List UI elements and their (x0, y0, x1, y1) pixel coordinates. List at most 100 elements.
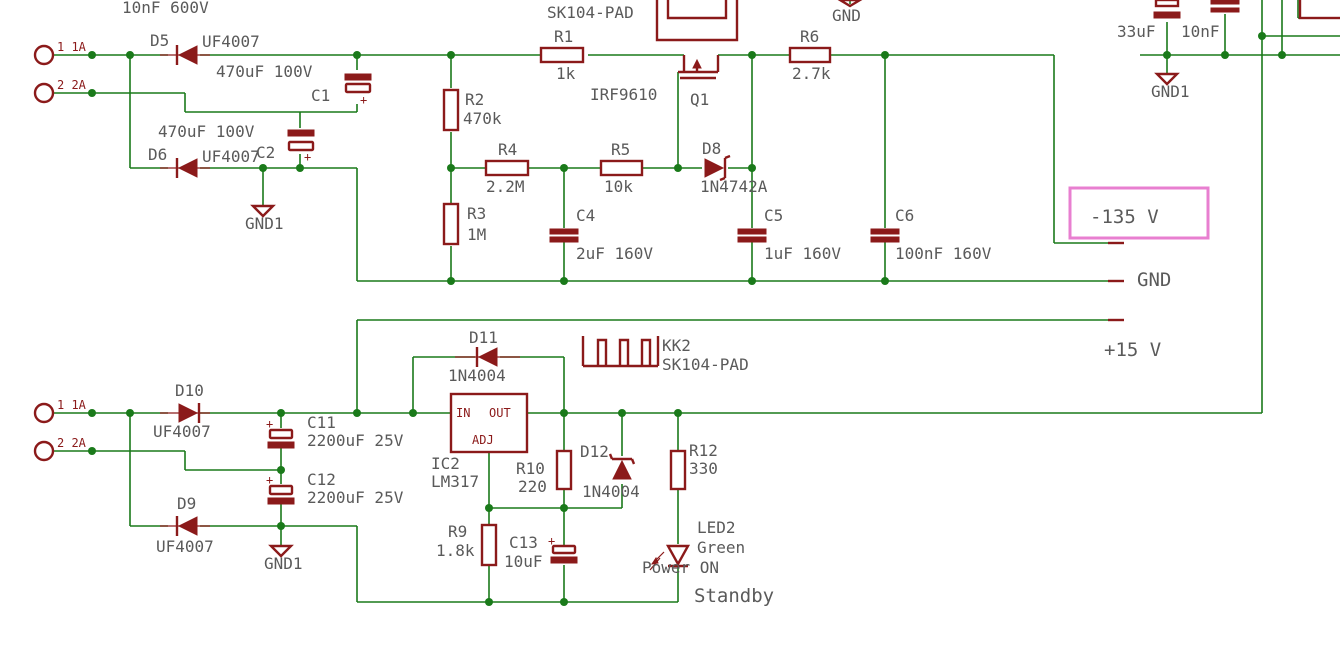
ic2-value: LM317 (431, 472, 479, 491)
resistor-r5: R5 10k (599, 140, 644, 196)
led2-label: LED2 (697, 518, 736, 537)
kk1-label: SK104-PAD (547, 3, 634, 22)
gnd1-a-label: GND1 (245, 214, 284, 233)
r1-value: 1k (556, 64, 576, 83)
ground-gnd-top: GND (832, 0, 863, 25)
r10-value: 220 (518, 477, 547, 496)
r3-value: 1M (467, 225, 486, 244)
r5-label: R5 (611, 140, 630, 159)
capacitor-c12: + C12 2200uF 25V (266, 470, 404, 507)
r12-label: R12 (689, 441, 718, 460)
diode-d11: D11 1N4004 (448, 328, 520, 385)
gnd1-b-label: GND1 (264, 554, 303, 573)
output-gnd-label: GND (1137, 269, 1171, 291)
c4-label: C4 (576, 206, 595, 225)
j2-pin2-label: 2 2A (57, 436, 87, 450)
diode-d6: D6 UF4007 (148, 145, 260, 178)
top-right-caps: 33uF 10nF 10nF 600V (122, 0, 1340, 41)
kk2-value: SK104-PAD (662, 355, 749, 374)
gnd-top-label: GND (832, 6, 861, 25)
diode-d12: D12 1N4004 (580, 442, 640, 501)
diode-d5: D5 UF4007 (150, 31, 260, 65)
diode-d9: D9 UF4007 (156, 494, 214, 556)
d6-label: D6 (148, 145, 167, 164)
r6-label: R6 (800, 27, 819, 46)
capacitor-c6: C6 100nF 160V (870, 206, 992, 263)
resistor-r3: R3 1M (442, 202, 486, 246)
q1-label: Q1 (690, 90, 709, 109)
r12-value: 330 (689, 459, 718, 478)
d8-label: D8 (702, 139, 721, 158)
c5-label: C5 (764, 206, 783, 225)
label-text: + (266, 417, 273, 431)
d9-label: D9 (177, 494, 196, 513)
connector-j1: 1 1A 2 2A (33, 40, 87, 104)
r4-value: 2.2M (486, 177, 525, 196)
c1-label: C1 (311, 86, 330, 105)
d12-value: 1N4004 (582, 482, 640, 501)
label-text: + (360, 93, 367, 107)
c13-value: 10uF (504, 552, 543, 571)
capacitor-c11: + C11 2200uF 25V (266, 413, 404, 450)
j1-pin1-label: 1 1A (57, 40, 87, 54)
r9-label: R9 (448, 522, 467, 541)
resistor-r6: R6 2.7k (788, 27, 832, 83)
r2-label: R2 (465, 90, 484, 109)
d10-label: D10 (175, 381, 204, 400)
diode-d10: D10 UF4007 (153, 381, 211, 441)
d9-value: UF4007 (156, 537, 214, 556)
d11-label: D11 (469, 328, 498, 347)
top-cap-label: 10nF 600V (122, 0, 209, 17)
connector-j2: 1 1A 2 2A (33, 398, 87, 462)
mosfet-q1: IRF9610 Q1 (590, 55, 720, 109)
c2-value: 470uF 100V (158, 122, 255, 141)
resistor-r10: R10 220 (516, 449, 573, 496)
resistor-r12: R12 330 (669, 441, 718, 491)
junctions (88, 32, 1286, 606)
c6-label: C6 (895, 206, 914, 225)
r6-value: 2.7k (792, 64, 831, 83)
capacitor-c13: + C13 10uF (504, 533, 578, 571)
q1-part: IRF9610 (590, 85, 657, 104)
c11-label: C11 (307, 413, 336, 432)
c3-value: 33uF (1117, 22, 1156, 41)
c1-value: 470uF 100V (216, 62, 313, 81)
label-text: + (304, 150, 311, 164)
heatsink-kk2: KK2 SK104-PAD (581, 336, 749, 374)
ic2-in-pin: IN (456, 406, 470, 420)
d11-value: 1N4004 (448, 366, 506, 385)
label-text: + (266, 473, 273, 487)
c12-value: 2200uF 25V (307, 488, 404, 507)
r5-value: 10k (604, 177, 633, 196)
r4-label: R4 (498, 140, 517, 159)
c12-label: C12 (307, 470, 336, 489)
c2-label: C2 (256, 143, 275, 162)
c6-value: 100nF 160V (895, 244, 992, 263)
output-terminals: -135 V GND +15 V (1068, 186, 1210, 361)
resistor-r1: R1 1k (539, 27, 585, 83)
highlight-box (1068, 186, 1210, 240)
r2-value: 470k (463, 109, 502, 128)
c5-value: 1uF 160V (764, 244, 841, 263)
diode-d8: D8 1N4742A (700, 139, 768, 196)
heatsink-kk1: SK104-PAD (547, 0, 739, 42)
resistor-r2: R2 470k (442, 88, 502, 132)
regulator-ic2: IN OUT ADJ IC2 LM317 (431, 392, 529, 491)
ic2-adj-pin: ADJ (472, 433, 494, 447)
resistor-r9: R9 1.8k (436, 522, 498, 567)
r3-label: R3 (467, 204, 486, 223)
capacitor-c5: C5 1uF 160V (737, 206, 841, 263)
j2-pin1-label: 1 1A (57, 398, 87, 412)
capacitor-c1: + C1 470uF 100V (216, 62, 372, 107)
d8-value: 1N4742A (700, 177, 768, 196)
c11-value: 2200uF 25V (307, 431, 404, 450)
resistor-r4: R4 2.2M (484, 140, 530, 196)
kk2-label: KK2 (662, 336, 691, 355)
r1-label: R1 (554, 27, 573, 46)
led-led2: LED2 Green Power ON (642, 518, 745, 577)
c4-value: 2uF 160V (576, 244, 653, 263)
capacitor-c2: + C2 470uF 100V (158, 122, 315, 164)
output-neg-label: -135 V (1090, 206, 1159, 228)
led2-color: Green (697, 538, 745, 557)
